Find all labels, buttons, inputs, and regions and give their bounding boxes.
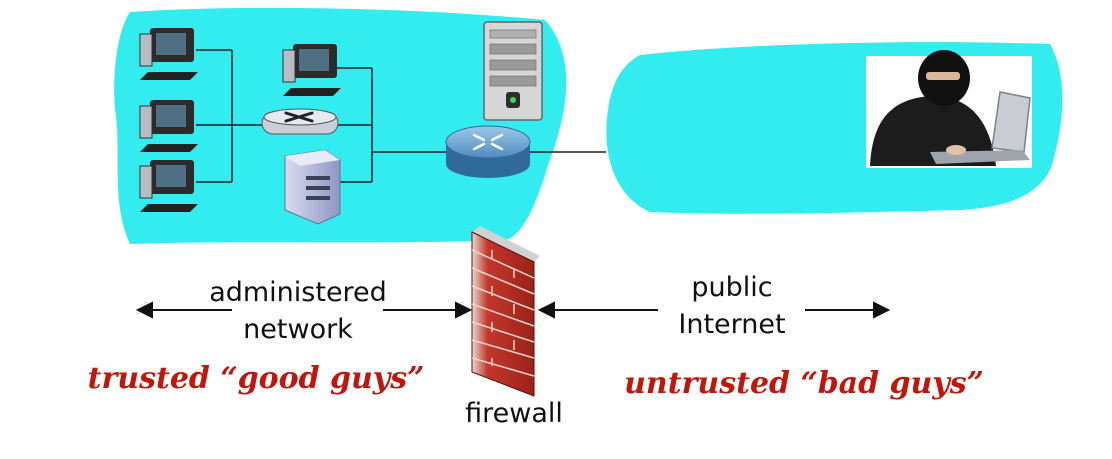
network-links [196, 49, 606, 183]
workstation-icon [139, 100, 198, 152]
administered-network-label-line1: administered [209, 277, 387, 308]
public-internet-label-line2: Internet [678, 309, 785, 340]
trusted-network-cloud [114, 7, 567, 245]
hacker-with-laptop-icon [866, 50, 1032, 168]
trusted-good-guys-label: trusted “good guys” [88, 361, 425, 396]
workstation-icon [282, 44, 341, 96]
administered-network-label-line2: network [243, 314, 353, 345]
untrusted-side-arrow [537, 301, 891, 319]
untrusted-bad-guys-label: untrusted “bad guys” [624, 366, 984, 401]
switch-icon [261, 108, 339, 135]
router-icon [445, 125, 531, 178]
workstation-icon [139, 28, 198, 80]
rack-server-icon [483, 21, 543, 121]
firewall-label: firewall [465, 398, 563, 429]
public-internet-label-line1: public [691, 272, 772, 303]
brick-wall-icon [471, 226, 540, 397]
server-tower-icon [284, 149, 341, 225]
trusted-side-arrow [135, 301, 473, 319]
workstation-icon [139, 160, 198, 212]
